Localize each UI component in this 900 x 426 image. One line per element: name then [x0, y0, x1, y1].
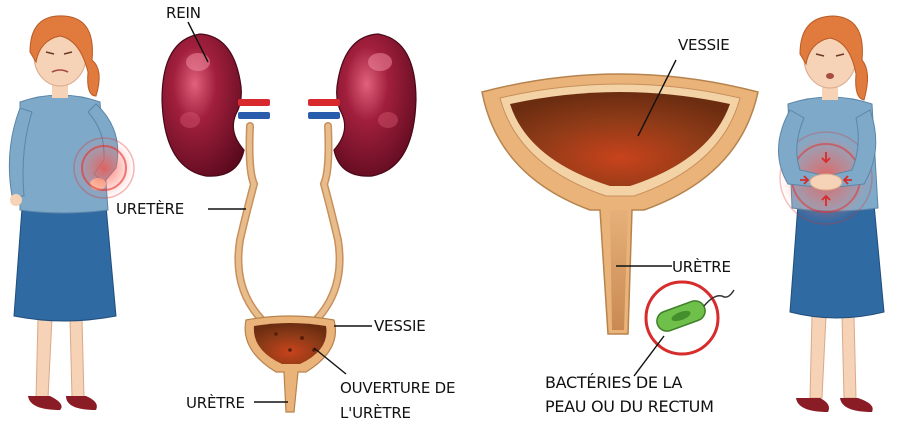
- leader-ouverture: [313, 347, 347, 375]
- leader-vessie-right: [637, 59, 677, 137]
- woman-back-pain-figure: [8, 15, 135, 410]
- leader-bacteries: [633, 335, 665, 377]
- label-bacteries-1: BACTÉRIES DE LA: [545, 373, 682, 392]
- left-kidney: [161, 33, 245, 177]
- label-bacteries-2: PEAU OU DU RECTUM: [545, 397, 714, 416]
- label-ouverture-2: L'URÈTRE: [340, 403, 411, 422]
- label-ouverture-1: OUVERTURE DE: [340, 379, 455, 397]
- large-bladder: [481, 73, 759, 335]
- label-rein: REIN: [166, 4, 201, 22]
- renal-vessels: [238, 99, 340, 119]
- woman-abdominal-pain-figure: [778, 15, 885, 412]
- right-kidney: [333, 33, 417, 177]
- label-vessie-left: VESSIE: [374, 317, 425, 335]
- small-bladder: [244, 315, 336, 413]
- label-uretre-left: URÈTRE: [186, 393, 245, 412]
- leader-rein: [187, 21, 209, 63]
- label-vessie-right: VESSIE: [678, 36, 729, 54]
- ureters: [234, 122, 344, 326]
- label-uretere: URETÈRE: [116, 199, 184, 218]
- label-uretre-right: URÈTRE: [672, 257, 731, 276]
